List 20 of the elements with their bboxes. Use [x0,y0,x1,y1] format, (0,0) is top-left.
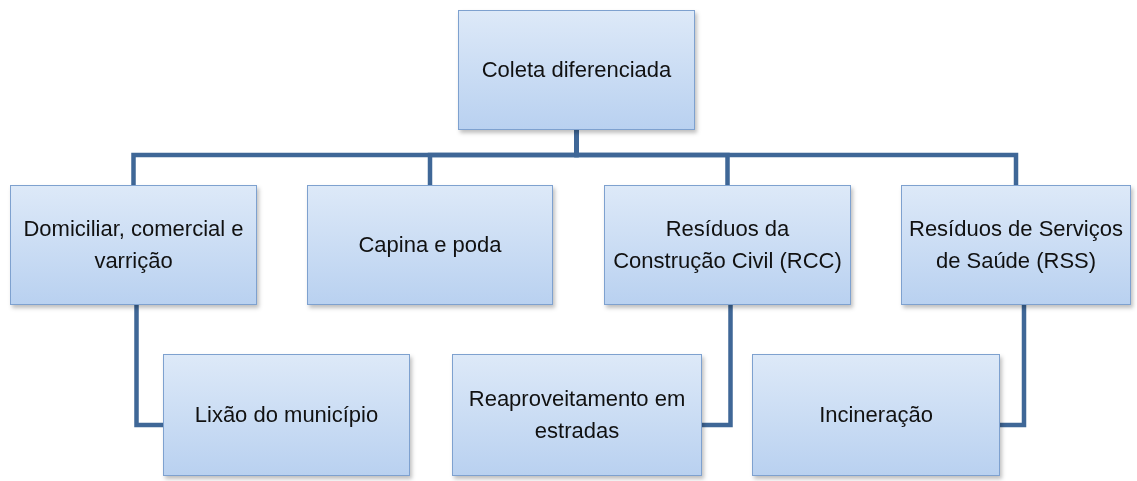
category-box [752,354,1000,476]
connector-line [134,305,163,428]
box-label: Reaproveitamento em estradas [467,385,687,445]
box-label: Domiciliar, comercial e varrição [22,215,245,275]
category-box [10,185,257,305]
category-box [163,354,410,476]
category-box [901,185,1131,305]
category-box [458,10,695,130]
category-box [604,185,851,305]
box-label: Resíduos de Serviços de Saúde (RSS) [908,215,1124,275]
connector-line [702,305,733,428]
box-label: Coleta diferenciada [480,56,673,85]
box-label: Lixão do município [193,401,380,430]
box-label: Incineração [818,401,934,430]
category-box [307,185,553,305]
box-label: Capina e poda [357,231,503,260]
connector-line [1000,305,1027,428]
connector-line [574,130,1019,185]
category-box [452,354,702,476]
box-label: Resíduos da Construção Civil (RCC) [612,215,843,275]
